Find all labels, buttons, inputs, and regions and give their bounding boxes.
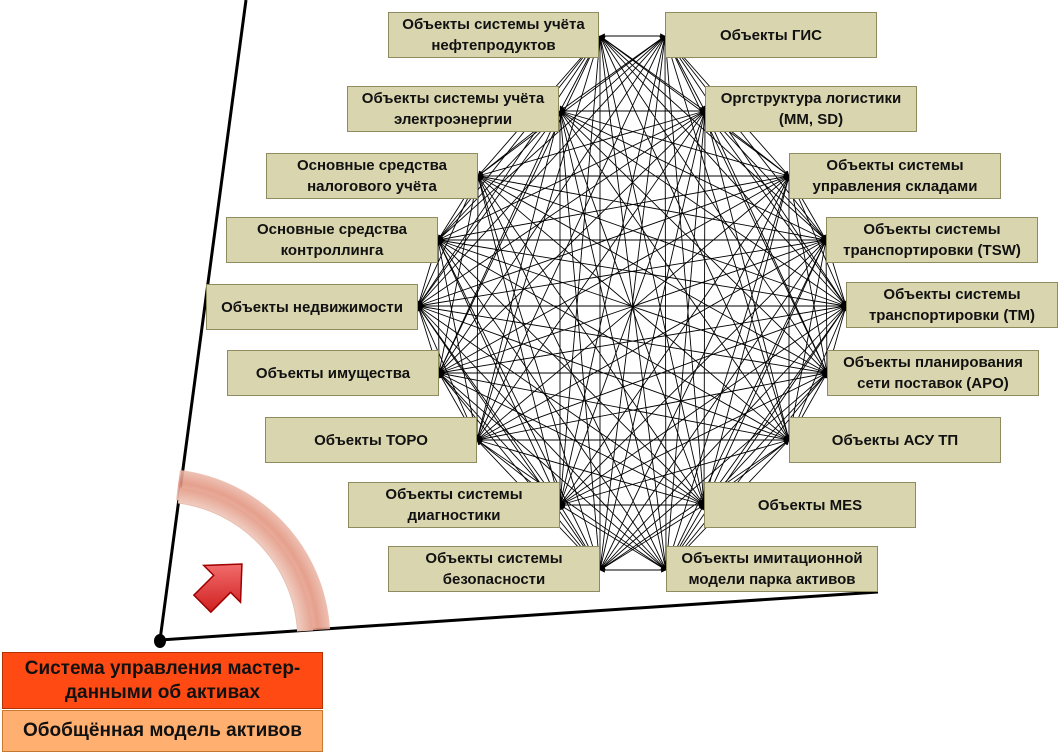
connection-line-130 xyxy=(438,372,601,571)
angle-line-upper xyxy=(158,0,248,641)
node-warehouse-management: Объекты системы управления складами xyxy=(789,153,1001,199)
connection-line-42 xyxy=(475,110,562,441)
connection-line-137 xyxy=(665,372,828,571)
node-transport-tsw: Объекты системы транспортировки (TSW) xyxy=(826,217,1038,263)
direction-arrow xyxy=(192,563,243,614)
node-transport-tm: Объекты системы транспортировки (TM) xyxy=(846,282,1058,328)
node-asu-tp: Объекты АСУ ТП xyxy=(789,417,1001,463)
connection-line-114 xyxy=(417,305,705,506)
connection-line-122 xyxy=(703,305,847,506)
connection-line-22 xyxy=(664,35,827,241)
connection-line-89 xyxy=(437,238,847,308)
node-real-estate: Объекты недвижимости xyxy=(206,284,418,330)
node-toro: Объекты ТОРО xyxy=(265,417,477,463)
node-controlling-fixed-assets: Основные средства контроллинга xyxy=(226,217,438,263)
node-supply-planning-apo: Объекты планирования сети поставок (APO) xyxy=(827,350,1039,396)
node-mes: Объекты MES xyxy=(704,482,916,528)
node-gis: Объекты ГИС xyxy=(665,12,877,58)
connection-line-131 xyxy=(438,372,667,571)
node-petroleum-accounting: Объекты системы учёта нефтепродуктов xyxy=(388,12,599,58)
connection-line-98 xyxy=(417,238,827,308)
connection-line-52 xyxy=(417,110,706,307)
connection-line-57 xyxy=(703,110,791,441)
connection-line-69 xyxy=(474,175,481,441)
connection-line-110 xyxy=(417,304,828,375)
angle-line-lower xyxy=(159,590,879,642)
connection-line-21 xyxy=(437,35,666,241)
connection-line-94 xyxy=(437,239,561,506)
node-property: Объекты имущества xyxy=(227,350,439,396)
connection-line-38 xyxy=(417,110,561,307)
connection-line-113 xyxy=(417,305,561,506)
connection-line-14 xyxy=(598,35,706,506)
node-electricity-accounting: Объекты системы учёта электроэнергии xyxy=(347,86,559,132)
apex-dot xyxy=(154,634,166,648)
arc-outer xyxy=(176,470,330,631)
connection-line-80 xyxy=(787,175,829,374)
node-diagnostics: Объекты системы диагностики xyxy=(348,482,560,528)
node-simulation-model: Объекты имитационной модели парка активо… xyxy=(666,546,878,592)
node-logistics-orgstructure: Оргструктура логистики (MM, SD) xyxy=(705,86,917,132)
connection-line-53 xyxy=(704,110,847,307)
connection-line-72 xyxy=(477,175,705,506)
connection-line-6 xyxy=(599,35,827,241)
node-security-systems: Объекты системы безопасности xyxy=(388,546,600,592)
node-tax-fixed-assets: Основные средства налогового учёта xyxy=(266,153,478,199)
connection-line-32 xyxy=(662,35,669,571)
generalized-model-box: Обобщённая модель активов xyxy=(2,710,323,752)
connection-line-75 xyxy=(437,174,790,242)
main-system-box: Система управления мастер-данными об акт… xyxy=(2,652,323,709)
